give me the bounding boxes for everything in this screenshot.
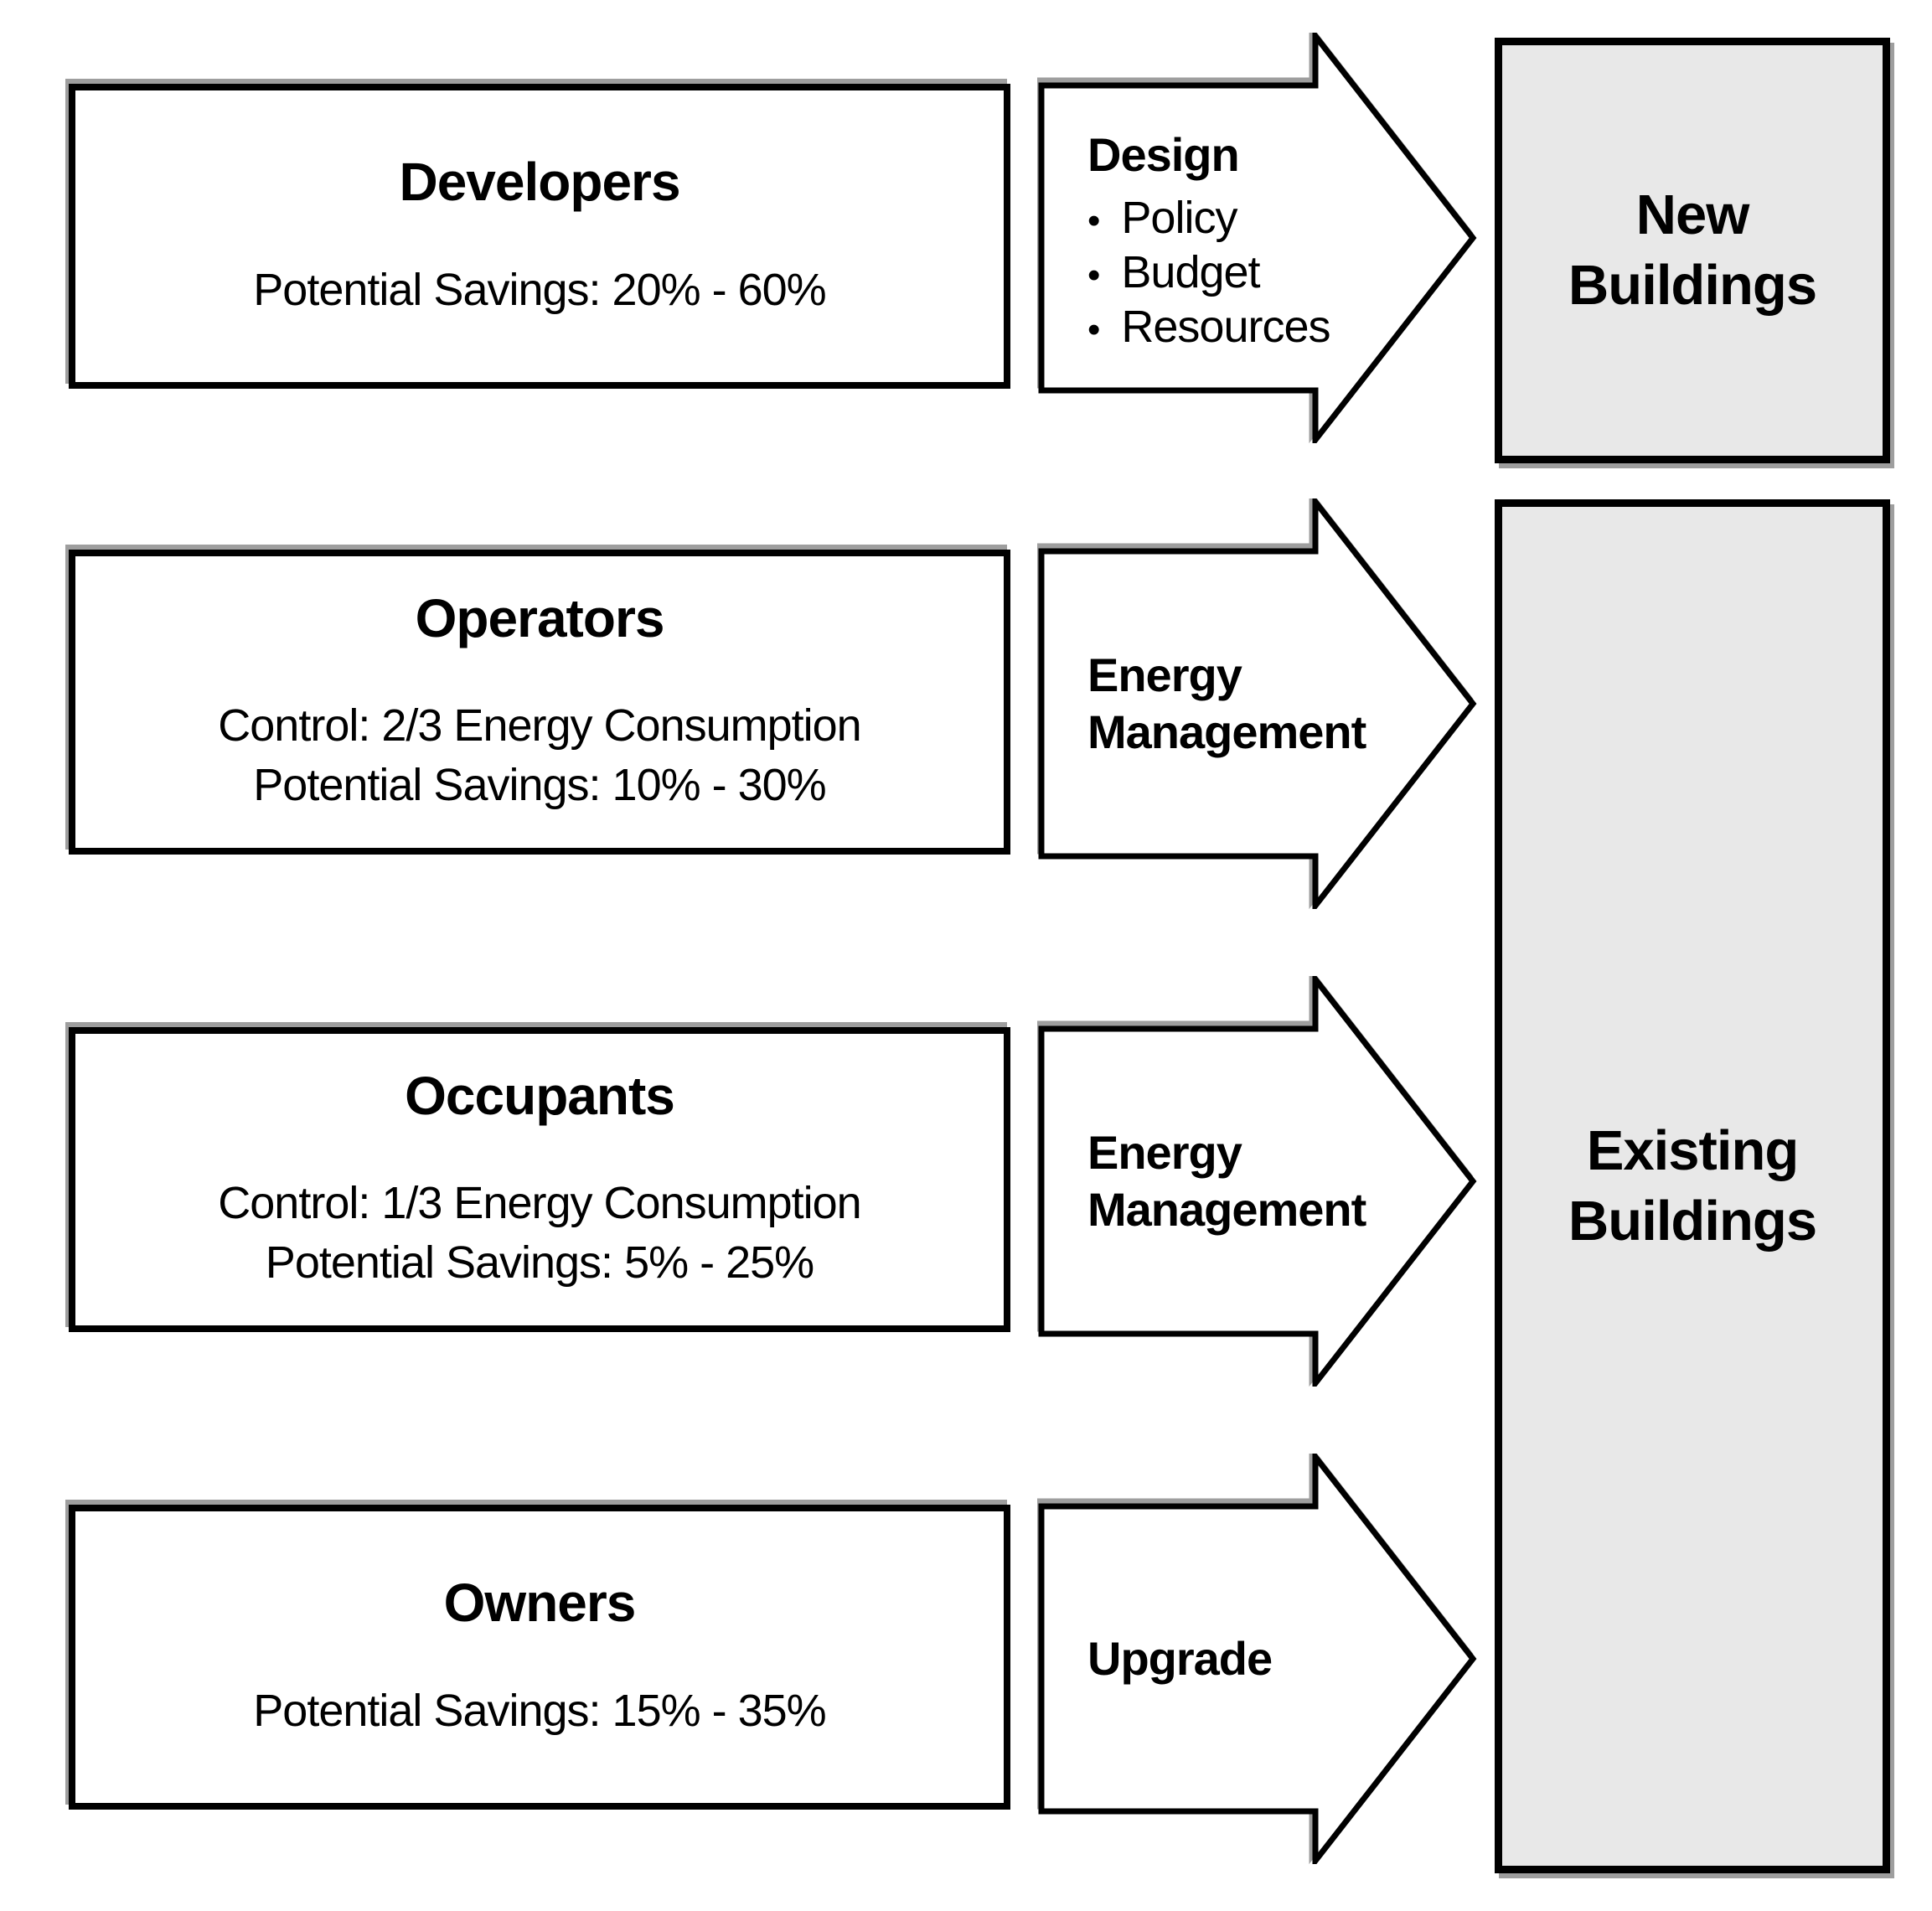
stakeholder-detail: Potential Savings: 15% - 35% — [253, 1685, 826, 1736]
bullet-item: • Policy — [1087, 195, 1439, 240]
target-title: Existing Buildings — [1568, 1118, 1817, 1252]
stakeholder-box-owners: Owners Potential Savings: 15% - 35% — [69, 1505, 1010, 1810]
arrow-label: Energy Management — [1087, 648, 1366, 758]
stakeholder-detail: Control: 1/3 Energy Consumption — [218, 1177, 861, 1228]
stakeholder-title: Developers — [399, 152, 680, 213]
arrow-label: Upgrade — [1087, 1631, 1273, 1685]
block-arrow-icon — [1037, 498, 1477, 909]
stakeholder-title: Operators — [415, 587, 665, 648]
stakeholder-detail: Potential Savings: 10% - 30% — [253, 760, 826, 811]
arrow-label-block: Energy Management — [1087, 551, 1439, 856]
target-box-existing-buildings: Existing Buildings — [1495, 499, 1890, 1873]
stakeholder-box-operators: Operators Control: 2/3 Energy Consumptio… — [69, 550, 1010, 855]
arrow-upgrade: Upgrade — [1037, 1454, 1480, 1864]
arrow-label-block: Upgrade — [1087, 1506, 1439, 1811]
bullet-icon: • — [1087, 200, 1100, 242]
arrow-energy-management-1: Energy Management — [1037, 498, 1480, 909]
block-arrow-shape — [1038, 1454, 1477, 1864]
bullet-icon: • — [1087, 309, 1100, 351]
bullet-item: • Budget — [1087, 250, 1439, 295]
stakeholder-box-developers: Developers Potential Savings: 20% - 60% — [69, 84, 1010, 389]
arrow-label-block: Design • Policy • Budget • Resources — [1087, 85, 1439, 390]
bullet-label: Budget — [1121, 247, 1260, 298]
arrow-bullet-list: • Policy • Budget • Resources — [1087, 195, 1439, 349]
stakeholder-detail: Potential Savings: 5% - 25% — [265, 1237, 814, 1289]
bullet-label: Policy — [1121, 193, 1237, 244]
arrow-energy-management-2: Energy Management — [1037, 976, 1480, 1387]
stakeholder-detail: Control: 2/3 Energy Consumption — [218, 700, 861, 751]
block-arrow-shape — [1038, 33, 1477, 443]
target-title: New Buildings — [1568, 183, 1817, 317]
arrow-label: Design — [1087, 127, 1240, 181]
block-arrow-shape — [1038, 498, 1477, 909]
target-box-new-buildings: New Buildings — [1495, 38, 1890, 463]
arrow-label-block: Energy Management — [1087, 1029, 1439, 1334]
block-arrow-icon — [1037, 976, 1477, 1387]
block-arrow-icon — [1037, 1454, 1477, 1864]
bullet-label: Resources — [1121, 302, 1330, 353]
stakeholder-title: Occupants — [405, 1065, 675, 1126]
block-arrow-icon — [1037, 33, 1477, 443]
arrow-design: Design • Policy • Budget • Resources — [1037, 33, 1480, 443]
stakeholder-title: Owners — [443, 1573, 637, 1634]
block-arrow-shape — [1038, 976, 1477, 1387]
stakeholder-detail: Potential Savings: 20% - 60% — [253, 264, 826, 315]
stakeholder-details: Control: 2/3 Energy Consumption Potentia… — [218, 696, 861, 816]
bullet-icon: • — [1087, 255, 1100, 297]
stakeholder-box-occupants: Occupants Control: 1/3 Energy Consumptio… — [69, 1027, 1010, 1332]
stakeholder-details: Control: 1/3 Energy Consumption Potentia… — [218, 1174, 861, 1294]
bullet-item: • Resources — [1087, 304, 1439, 349]
arrow-label: Energy Management — [1087, 1125, 1366, 1236]
